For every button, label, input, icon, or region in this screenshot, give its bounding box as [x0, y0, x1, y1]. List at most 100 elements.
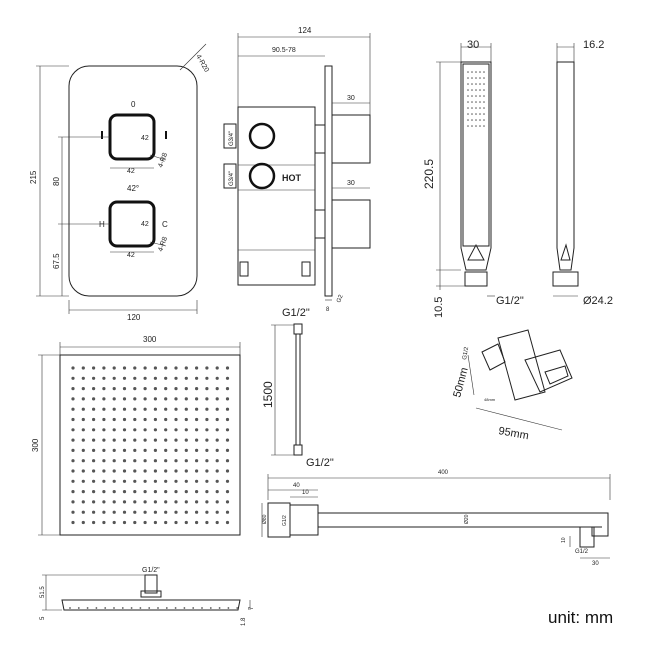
nozzle-dot: [153, 500, 157, 504]
nozzle-dot: [133, 417, 137, 422]
nozzle-dot: [122, 407, 127, 411]
nozzle-dot: [143, 407, 147, 411]
nozzle-dot: [184, 448, 188, 452]
nozzle-dot: [225, 510, 230, 514]
nozzle-dot: [174, 387, 178, 391]
nozzle-dot: [122, 500, 127, 504]
nozzle-dot: [112, 510, 116, 514]
nozzle-dot: [102, 500, 106, 504]
nozzle-dot: [205, 428, 209, 432]
arm-flange-dim: 40: [293, 483, 300, 489]
upper-port-thread: G3/4": [229, 131, 235, 146]
nozzle-dot: [143, 500, 147, 504]
nozzle-dot: [164, 500, 168, 504]
nozzle-dot: [133, 376, 137, 380]
nozzle-dot: [143, 448, 147, 452]
nozzle-dot: [174, 469, 178, 473]
hose-length-dim: 1500: [261, 381, 275, 408]
nozzle-dot: [71, 469, 75, 473]
nozzle-dot: [122, 397, 127, 401]
nozzle-dot: [133, 469, 137, 473]
nozzle-dot: [102, 490, 106, 494]
nozzle-dot: [143, 366, 147, 370]
nozzle-dot: [71, 479, 75, 483]
nozzle-dot: [122, 376, 127, 380]
nozzle-dot: [201, 607, 203, 609]
nozzle-dot: [174, 510, 178, 514]
shower-arm-drawing: 400 40 10 Ø80 G1/2 Ø20 10 G1/2 30: [261, 470, 611, 567]
nozzle-dot: [143, 479, 147, 483]
nozzle-dot: [471, 89, 473, 91]
nozzle-dot: [479, 77, 481, 79]
nozzle-dot: [143, 490, 147, 494]
nozzle-dot: [184, 397, 188, 401]
nozzle-dot: [122, 387, 127, 391]
nozzle-dot: [81, 520, 85, 525]
holder-thread: G1/2: [462, 346, 470, 361]
nozzle-dot: [133, 459, 137, 463]
nozzle-dot: [467, 107, 469, 109]
nozzle-dot: [471, 113, 473, 115]
nozzle-dot: [205, 500, 209, 504]
valve-lower-height-dim: 67.5: [52, 253, 61, 269]
nozzle-dot: [471, 77, 473, 79]
nozzle-dot: [195, 520, 199, 525]
rain-head-total-height-dim: 51.5: [40, 586, 46, 598]
hot-h-label: H: [99, 220, 105, 229]
nozzle-dot: [184, 520, 188, 525]
nozzle-dot: [143, 417, 147, 422]
nozzle-dot: [483, 107, 485, 109]
nozzle-dot: [467, 89, 469, 91]
nozzle-dot: [92, 438, 96, 442]
nozzle-dot: [475, 77, 477, 79]
nozzle-dot: [92, 510, 96, 514]
nozzle-dot: [195, 376, 199, 380]
nozzle-dot: [122, 428, 127, 432]
nozzle-dot: [195, 500, 199, 504]
nozzle-dot: [215, 459, 219, 463]
nozzle-dot: [174, 520, 178, 525]
nozzle-dot: [133, 500, 137, 504]
nozzle-dot: [143, 510, 147, 514]
nozzle-dot: [205, 479, 209, 483]
nozzle-dot: [195, 490, 199, 494]
nozzle-dot: [153, 479, 157, 483]
nozzle-dot: [102, 510, 106, 514]
nozzle-dot: [153, 376, 157, 380]
valve-depth-dim: 124: [298, 26, 312, 35]
nozzle-dot: [164, 479, 168, 483]
nozzle-dot: [153, 407, 157, 411]
valve-side-view: 124 90.5-78 G3/4" G3/4" HOT 30 30 8 G2: [223, 26, 371, 313]
nozzle-dot: [81, 387, 85, 391]
nozzle-dot: [153, 510, 157, 514]
nozzle-dot: [92, 366, 96, 370]
nozzle-dot: [471, 125, 473, 127]
nozzle-dot: [122, 510, 127, 514]
nozzle-dot: [122, 366, 127, 370]
nozzle-dot: [471, 95, 473, 97]
nozzle-dot: [483, 71, 485, 73]
nozzle-dot: [195, 479, 199, 483]
nozzle-dot: [102, 438, 106, 442]
nozzle-dot: [174, 428, 178, 432]
nozzle-dot: [475, 95, 477, 97]
rain-head-width-dim: 300: [143, 335, 157, 344]
wall-holder-drawing: G1/2 50mm 95mm 48mm: [451, 329, 573, 442]
nozzle-dot: [225, 407, 230, 411]
nozzle-dot: [133, 510, 137, 514]
nozzle-dot: [471, 71, 473, 73]
nozzle-dot: [184, 500, 188, 504]
top-knob-height-dim: 42: [141, 135, 149, 142]
nozzle-dot: [153, 438, 157, 442]
nozzle-dot: [483, 83, 485, 85]
nozzle-dot: [225, 397, 230, 401]
nozzle-dot: [112, 417, 116, 422]
nozzle-dot: [471, 107, 473, 109]
nozzle-dot: [184, 490, 188, 494]
nozzle-dot: [174, 607, 177, 609]
nozzle-dot: [81, 500, 85, 504]
top-knob-corner-dim: 4-R8: [157, 152, 169, 169]
nozzle-dot: [81, 417, 85, 422]
nozzle-dot: [112, 387, 116, 391]
nozzle-dot: [174, 417, 178, 422]
